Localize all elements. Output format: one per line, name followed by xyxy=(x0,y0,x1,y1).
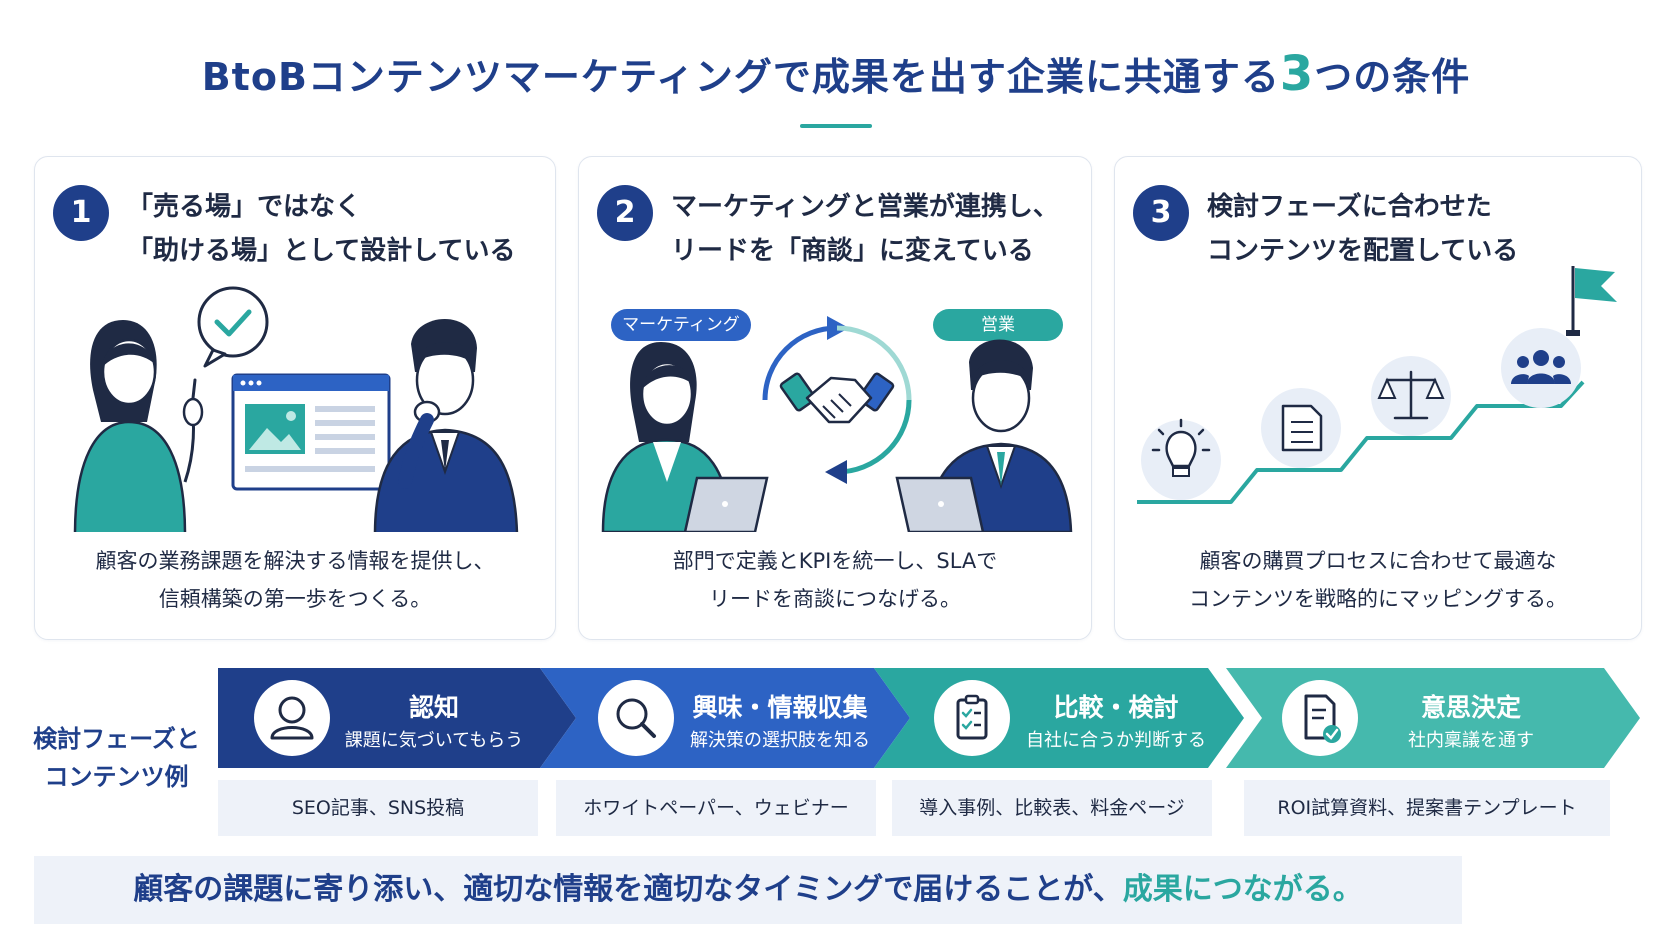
card-number-2: 2 xyxy=(597,185,653,241)
condition-card-2: 2 マーケティングと営業が連携し、 リードを「商談」に変えている マーケティング… xyxy=(578,156,1092,640)
flag-icon xyxy=(1566,266,1617,336)
helping-illustration xyxy=(73,286,519,532)
card-number-3: 3 xyxy=(1133,185,1189,241)
collaboration-illustration xyxy=(601,316,1073,532)
example-comparison: 導入事例、比較表、料金ページ xyxy=(892,780,1212,836)
title-suffix: つの条件 xyxy=(1314,55,1471,99)
example-interest: ホワイトペーパー、ウェビナー xyxy=(556,780,876,836)
phase-name-comparison: 比較・検討 xyxy=(1053,693,1179,722)
sales-tag: 営業 xyxy=(933,309,1063,341)
card-title-3-line-1: 検討フェーズに合わせた xyxy=(1207,192,1492,222)
phase-sub-awareness: 課題に気づいてもらう xyxy=(344,730,524,751)
banner-text: 顧客の課題に寄り添い、適切な情報を適切なタイミングで届けることが、 xyxy=(133,872,1123,907)
card-title-1-line-2: 「助ける場」として設計している xyxy=(127,236,516,266)
card-title-1-line-1: 「売る場」ではなく xyxy=(127,192,362,222)
cycle-arrows-icon xyxy=(762,316,912,484)
card-description-2-line-2: リードを商談につなげる。 xyxy=(709,587,961,611)
condition-card-3: 3 検討フェーズに合わせた コンテンツを配置している xyxy=(1114,156,1642,640)
card-title-1: 「売る場」ではなく 「助ける場」として設計している xyxy=(127,185,543,273)
title-underline xyxy=(800,124,872,128)
browser-window-icon xyxy=(231,373,391,491)
phase-name-interest: 興味・情報収集 xyxy=(692,693,868,722)
phase-comparison: 比較・検討 自社に合うか判断する xyxy=(874,668,1246,768)
phase-interest: 興味・情報収集 解決策の選択肢を知る xyxy=(540,668,912,768)
checklist-icon xyxy=(934,680,1010,756)
phase-section-label: 検討フェーズと コンテンツ例 xyxy=(24,720,209,796)
card-title-2-line-2: リードを「商談」に変えている xyxy=(671,236,1034,266)
page-title: BtoBコンテンツマーケティングで成果を出す企業に共通する3つの条件 xyxy=(0,46,1672,102)
condition-card-1: 1 「売る場」ではなく 「助ける場」として設計している xyxy=(34,156,556,640)
handshake-icon xyxy=(779,372,895,424)
marketing-woman-icon xyxy=(601,342,769,532)
person-icon xyxy=(254,680,330,756)
card-title-2: マーケティングと営業が連携し、 リードを「商談」に変えている xyxy=(671,185,1079,273)
phase-name-decision: 意思決定 xyxy=(1420,693,1521,722)
card-title-2-line-1: マーケティングと営業が連携し、 xyxy=(671,192,1059,222)
phase-name-awareness: 認知 xyxy=(408,693,459,722)
card-description-3-line-1: 顧客の購買プロセスに合わせて最適な xyxy=(1199,549,1557,573)
phase-decision: 意思決定 社内稟議を通す xyxy=(1226,668,1642,768)
card-description-2-line-1: 部門で定義とKPIを統一し、SLAで xyxy=(672,549,998,573)
marketing-tag: マーケティング xyxy=(611,309,751,341)
card-description-3-line-2: コンテンツを戦略的にマッピングする。 xyxy=(1189,587,1567,611)
card-description-1-line-1: 顧客の業務課題を解決する情報を提供し、 xyxy=(95,549,495,573)
card-description-1-line-2: 信頼構築の第一歩をつくる。 xyxy=(158,587,432,611)
magnifier-icon xyxy=(598,680,674,756)
card-description-1: 顧客の業務課題を解決する情報を提供し、 信頼構築の第一歩をつくる。 xyxy=(35,542,555,618)
man-figure-icon xyxy=(373,319,519,532)
phase-sub-decision: 社内稟議を通す xyxy=(1408,730,1534,751)
phase-sub-comparison: 自社に合うか判断する xyxy=(1026,730,1206,751)
card-description-2: 部門で定義とKPIを統一し、SLAで リードを商談につなげる。 xyxy=(579,542,1091,618)
phase-label-line-1: 検討フェーズと xyxy=(33,725,200,753)
lightbulb-icon xyxy=(1141,418,1221,500)
card-title-3-line-2: コンテンツを配置している xyxy=(1207,236,1519,266)
banner-accent: 成果につながる。 xyxy=(1122,872,1363,907)
staircase-illustration xyxy=(1137,266,1617,504)
check-bubble-icon xyxy=(197,286,269,368)
card-number-1: 1 xyxy=(53,185,109,241)
document-check-icon xyxy=(1282,680,1358,756)
phase-sub-interest: 解決策の選択肢を知る xyxy=(690,730,870,751)
document-icon xyxy=(1261,388,1341,468)
conclusion-banner: 顧客の課題に寄り添い、適切な情報を適切なタイミングで届けることが、成果につながる… xyxy=(34,856,1462,924)
sales-man-icon xyxy=(895,339,1073,532)
card-title-3: 検討フェーズに合わせた コンテンツを配置している xyxy=(1207,185,1629,273)
balance-scale-icon xyxy=(1371,356,1451,436)
example-awareness: SEO記事、SNS投稿 xyxy=(218,780,538,836)
woman-figure-icon xyxy=(73,320,204,532)
title-prefix: BtoBコンテンツマーケティングで成果を出す企業に共通する xyxy=(201,55,1280,99)
team-icon xyxy=(1501,328,1581,408)
example-decision: ROI試算資料、提案書テンプレート xyxy=(1244,780,1610,836)
card-description-3: 顧客の購買プロセスに合わせて最適な コンテンツを戦略的にマッピングする。 xyxy=(1115,542,1641,618)
phase-label-line-2: コンテンツ例 xyxy=(44,763,189,791)
phase-awareness: 認知 課題に気づいてもらう xyxy=(218,668,578,768)
title-highlight-number: 3 xyxy=(1279,46,1315,102)
